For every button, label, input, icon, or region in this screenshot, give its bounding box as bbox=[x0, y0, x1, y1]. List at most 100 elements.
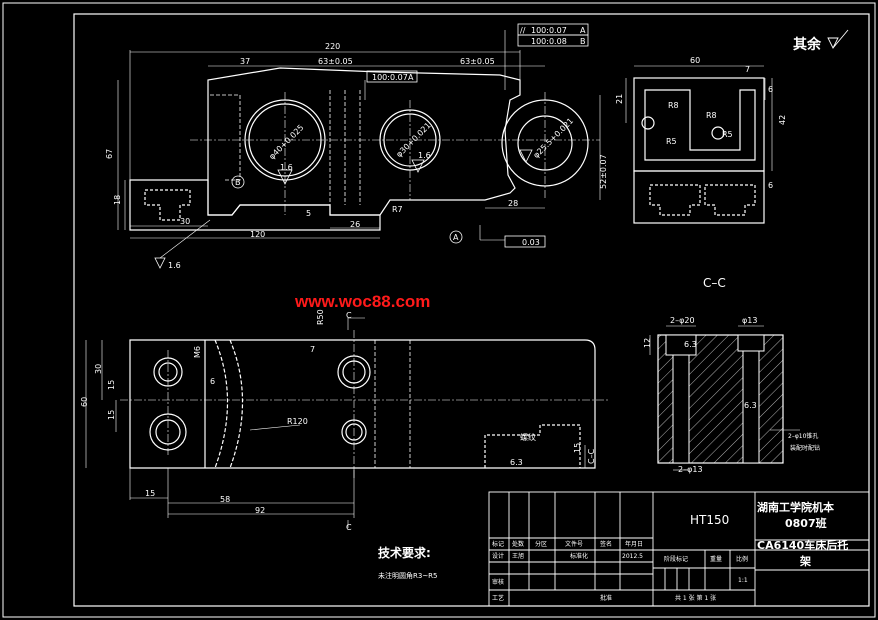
tb-design: 设计 bbox=[492, 552, 504, 560]
watermark: www.woc88.com bbox=[294, 292, 430, 311]
tb-row-sign: 签名 bbox=[600, 540, 612, 548]
tb-approve: 批准 bbox=[600, 594, 612, 602]
top-centerlines bbox=[120, 330, 610, 480]
tb-review: 审核 bbox=[492, 578, 504, 586]
tol3-ref: A bbox=[408, 73, 414, 82]
tb-row-date: 年月日 bbox=[625, 540, 643, 548]
side-dim-42: 42 bbox=[778, 115, 787, 125]
dim-30: 30 bbox=[180, 217, 190, 226]
roughness-symbol bbox=[277, 169, 293, 185]
dim-5: 5 bbox=[306, 209, 311, 218]
dim-220: 220 bbox=[325, 42, 340, 51]
dim-28: 28 bbox=[508, 199, 518, 208]
top-view bbox=[129, 339, 596, 469]
section-side-label: C–C bbox=[587, 448, 596, 464]
sec-note-1: 2–φ10锥孔 bbox=[788, 432, 818, 440]
tb-row-count: 处数 bbox=[512, 540, 524, 548]
sec-note-2: 装配时配钻 bbox=[790, 444, 820, 452]
top-dim-15b: 15 bbox=[107, 380, 116, 390]
side-dimlines bbox=[625, 65, 773, 171]
roughness-symbol bbox=[411, 159, 425, 173]
section-label: C–C bbox=[703, 276, 726, 290]
section-mark-bottom: C bbox=[346, 523, 352, 532]
dim-63b: 63±0.05 bbox=[460, 57, 495, 66]
tb-process: 工艺 bbox=[492, 594, 504, 602]
section-view bbox=[657, 334, 784, 464]
tolerance-frames bbox=[366, 23, 589, 248]
sec-ra-63b: 6.3 bbox=[744, 401, 757, 410]
dim-52: 52±0.07 bbox=[599, 154, 608, 189]
tech-req-title: 技术要求: bbox=[378, 545, 431, 560]
sec-ra-63a: 6.3 bbox=[684, 340, 697, 349]
top-ra-63: 6.3 bbox=[510, 458, 523, 467]
top-dimlines bbox=[85, 317, 586, 528]
tb-standard: 标准化 bbox=[570, 552, 588, 560]
tb-sheets: 共 1 张 第 1 张 bbox=[675, 594, 716, 602]
tol3-val: 100:0.07 bbox=[372, 73, 408, 82]
front-dimlines bbox=[117, 30, 601, 259]
tb-school: 湖南工学院机本 bbox=[757, 500, 834, 514]
top-dim-7: 7 bbox=[310, 345, 315, 354]
side-dim-6b: 6 bbox=[768, 181, 773, 190]
tol1-val: 100:0.07 bbox=[531, 26, 567, 35]
tb-stage-label: 阶段标记 bbox=[664, 555, 688, 563]
sec-dim-13b: 2–φ13 bbox=[678, 465, 703, 474]
datum-a-marker bbox=[449, 230, 463, 244]
datum-a: A bbox=[453, 233, 459, 242]
tb-date: 2012.5 bbox=[622, 553, 643, 560]
section-dimlines bbox=[649, 325, 800, 471]
roughness-symbol bbox=[519, 149, 533, 163]
top-dim-58: 58 bbox=[220, 495, 230, 504]
front-centerlines bbox=[190, 92, 600, 215]
tb-row-zone: 分区 bbox=[535, 540, 547, 548]
sec-dim-12: 12 bbox=[643, 338, 652, 348]
tech-req-text: 未注明圆角R3~R5 bbox=[378, 571, 438, 580]
tb-row-file: 文件号 bbox=[565, 540, 583, 548]
flatness-val: 0.03 bbox=[522, 238, 540, 247]
side-dim-7: 7 bbox=[745, 65, 750, 74]
side-dim-60: 60 bbox=[690, 56, 700, 65]
dim-63a: 63±0.05 bbox=[318, 57, 353, 66]
roughness-symbol bbox=[154, 257, 166, 269]
top-dim-m6: M6 bbox=[193, 346, 202, 358]
top-dim-15a: 15 bbox=[107, 410, 116, 420]
inner-border bbox=[73, 13, 870, 607]
top-hole-note: 螺纹 bbox=[520, 432, 536, 442]
sec-dim-20: 2–φ20 bbox=[670, 316, 695, 325]
tol1-sym: // bbox=[520, 26, 526, 35]
tb-material: HT150 bbox=[690, 513, 729, 527]
hole3-dim: φ25.5+0.021 bbox=[532, 116, 576, 160]
dim-37: 37 bbox=[240, 57, 250, 66]
roughness-other-label: 其余 bbox=[793, 36, 822, 53]
sec-dim-13a: φ13 bbox=[742, 316, 757, 325]
top-dim-92: 92 bbox=[255, 506, 265, 515]
side-dim-6a: 6 bbox=[768, 85, 773, 94]
tb-scale-label: 比例 bbox=[736, 555, 748, 563]
top-dim-60: 60 bbox=[80, 397, 89, 407]
side-r8a: R8 bbox=[668, 101, 679, 110]
tol1-ref: A bbox=[580, 26, 586, 35]
tb-scale: 1:1 bbox=[738, 577, 748, 584]
top-dim-6: 6 bbox=[210, 377, 215, 386]
top-dim-r50: R50 bbox=[316, 309, 325, 325]
dim-26: 26 bbox=[350, 220, 360, 229]
datum-b: B bbox=[235, 178, 241, 187]
tb-part2: 架 bbox=[799, 554, 811, 568]
top-dim-r120: R120 bbox=[287, 417, 308, 426]
dim-r7: R7 bbox=[392, 205, 403, 214]
side-r5a: R5 bbox=[666, 137, 677, 146]
datum-b-marker bbox=[231, 175, 245, 189]
side-view bbox=[633, 77, 765, 224]
top-dim-15c: 15 bbox=[145, 489, 155, 498]
tb-weight-label: 重量 bbox=[710, 555, 722, 563]
tol2-val: 100:0.08 bbox=[531, 37, 567, 46]
hole1-dim: φ40+0.025 bbox=[267, 123, 305, 161]
dim-18: 18 bbox=[113, 195, 122, 205]
ra-16b: 1.6 bbox=[280, 163, 293, 172]
roughness-other-icon bbox=[827, 29, 849, 50]
side-dim-21: 21 bbox=[615, 94, 624, 104]
title-block bbox=[488, 491, 870, 607]
dim-67: 67 bbox=[105, 149, 114, 159]
side-r8b: R8 bbox=[706, 111, 717, 120]
